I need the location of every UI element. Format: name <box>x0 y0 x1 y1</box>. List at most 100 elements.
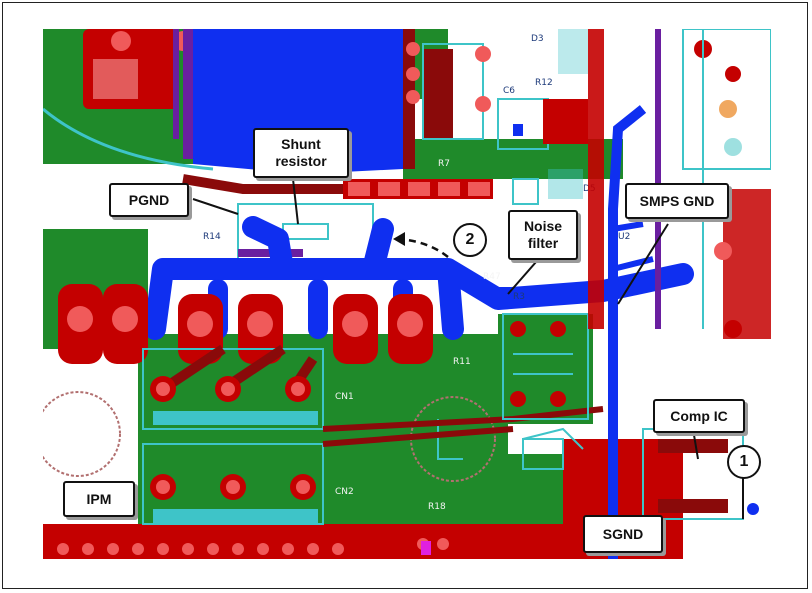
silk-r12: R12 <box>535 78 553 88</box>
pad-e <box>475 96 491 112</box>
blue-chip <box>513 124 523 136</box>
smps-gnd-branches <box>612 221 654 272</box>
callout-sgnd-text: SGND <box>602 525 644 542</box>
dark-trace-pgnd <box>182 174 383 194</box>
right-pad-2 <box>725 66 741 82</box>
green-pour-mid <box>403 139 623 179</box>
ipm-pad-4 <box>247 311 273 337</box>
silk-u2: U2 <box>618 232 630 242</box>
callout-noise-line2: filter <box>527 235 559 251</box>
silk-cn2: CN2 <box>335 487 354 497</box>
d3-body <box>558 29 588 74</box>
callout-pgnd: PGND <box>109 183 189 217</box>
cn1-outline <box>142 348 324 430</box>
comp-ic-via <box>747 503 759 515</box>
sgnd-part <box>522 438 564 470</box>
pcb-layout: R7 R14 <box>43 29 771 559</box>
ipm-pad-2 <box>112 306 138 332</box>
sgnd-cyan <box>522 427 584 450</box>
right-pad-cyan <box>724 138 742 156</box>
silk-r47: R47 <box>483 272 501 282</box>
callout-shunt-line1: Shunt <box>281 136 321 152</box>
smps-gnd-trace <box>608 105 647 559</box>
pgnd-blue-trace <box>144 216 694 340</box>
purple-trace-1 <box>183 29 193 159</box>
silk-r7: R7 <box>438 159 450 169</box>
small-part <box>512 178 539 205</box>
callout-noise-line1: Noise <box>523 218 563 234</box>
r7-pad-3 <box>408 182 430 196</box>
callout-shunt-line2: resistor <box>275 153 327 169</box>
pad-b <box>406 67 420 81</box>
pad-d <box>475 46 491 62</box>
top-comp-outline <box>422 43 484 140</box>
cn2-pad-3 <box>296 480 310 494</box>
marker-1: 1 <box>727 445 761 479</box>
nf-pad-4 <box>550 391 566 407</box>
callout-ipm: IPM <box>63 481 135 517</box>
nf-pad-1 <box>510 321 526 337</box>
r7-pad-4 <box>438 182 460 196</box>
shunt-body <box>282 223 329 240</box>
callout-smps-gnd-text: SMPS GND <box>639 192 715 209</box>
cyan-arc <box>43 107 214 171</box>
leader-smps <box>617 223 669 305</box>
ipm-pad-1 <box>67 306 93 332</box>
cn1-pad-2 <box>221 382 235 396</box>
pad-top-left <box>111 31 131 51</box>
callout-smps-gnd: SMPS GND <box>625 183 729 219</box>
callout-shunt-resistor: Shunt resistor <box>253 128 349 178</box>
silk-c6: C6 <box>503 86 515 96</box>
dashed-arrow-head <box>393 232 405 246</box>
mount-hole-left <box>43 391 121 477</box>
comp-ic-pins-bottom <box>658 499 728 513</box>
ipm-pad-3 <box>187 311 213 337</box>
purple-trace-2 <box>173 29 179 139</box>
red-strip-bottom <box>43 524 563 559</box>
right-pad-4 <box>714 242 732 260</box>
silk-r18: R18 <box>428 502 446 512</box>
blue-pour-top <box>193 29 403 174</box>
marker-1-text: 1 <box>739 453 749 470</box>
right-pad-3 <box>724 320 742 338</box>
red-component-body <box>93 59 138 99</box>
callout-noise-filter: Noise filter <box>508 210 578 260</box>
right-comp-outline <box>682 29 771 170</box>
nf-pad-3 <box>510 391 526 407</box>
r7-pad-5 <box>468 182 490 196</box>
red-pour-right <box>723 189 771 339</box>
purple-vertical <box>655 29 661 329</box>
bottom-pad-strip <box>57 538 449 555</box>
leader-shunt <box>292 178 299 225</box>
r7-pad-1 <box>348 182 370 196</box>
marker-2: 2 <box>453 223 487 257</box>
pad-c <box>406 90 420 104</box>
leader-pgnd <box>192 198 239 215</box>
silk-cn1: CN1 <box>335 392 354 402</box>
cn2-outline <box>142 443 324 525</box>
nf-via-1 <box>483 291 495 301</box>
nf-pad-2 <box>550 321 566 337</box>
r7-pad-2 <box>378 182 400 196</box>
nf-lines <box>513 353 573 375</box>
r12-block <box>543 99 588 144</box>
red-vertical-trace <box>588 29 604 329</box>
silk-r3: R3 <box>513 292 525 302</box>
silk-r14: R14 <box>203 232 221 242</box>
cn1-pad-3 <box>291 382 305 396</box>
callout-sgnd: SGND <box>583 515 663 553</box>
dark-block-top <box>423 49 453 139</box>
magenta-pad <box>421 541 431 555</box>
marker-2-text: 2 <box>465 231 475 248</box>
ipm-pad-5 <box>342 311 368 337</box>
noise-filter-outline <box>502 313 589 420</box>
right-pad-orange <box>719 100 737 118</box>
comp-ic-pins-top <box>658 439 728 453</box>
d5-body <box>548 169 583 199</box>
callout-pgnd-text: PGND <box>128 191 170 208</box>
cn1-pad-1 <box>156 382 170 396</box>
silk-r11: R11 <box>453 357 471 367</box>
dark-trace-across-2 <box>322 426 514 447</box>
pad-a <box>406 42 420 56</box>
